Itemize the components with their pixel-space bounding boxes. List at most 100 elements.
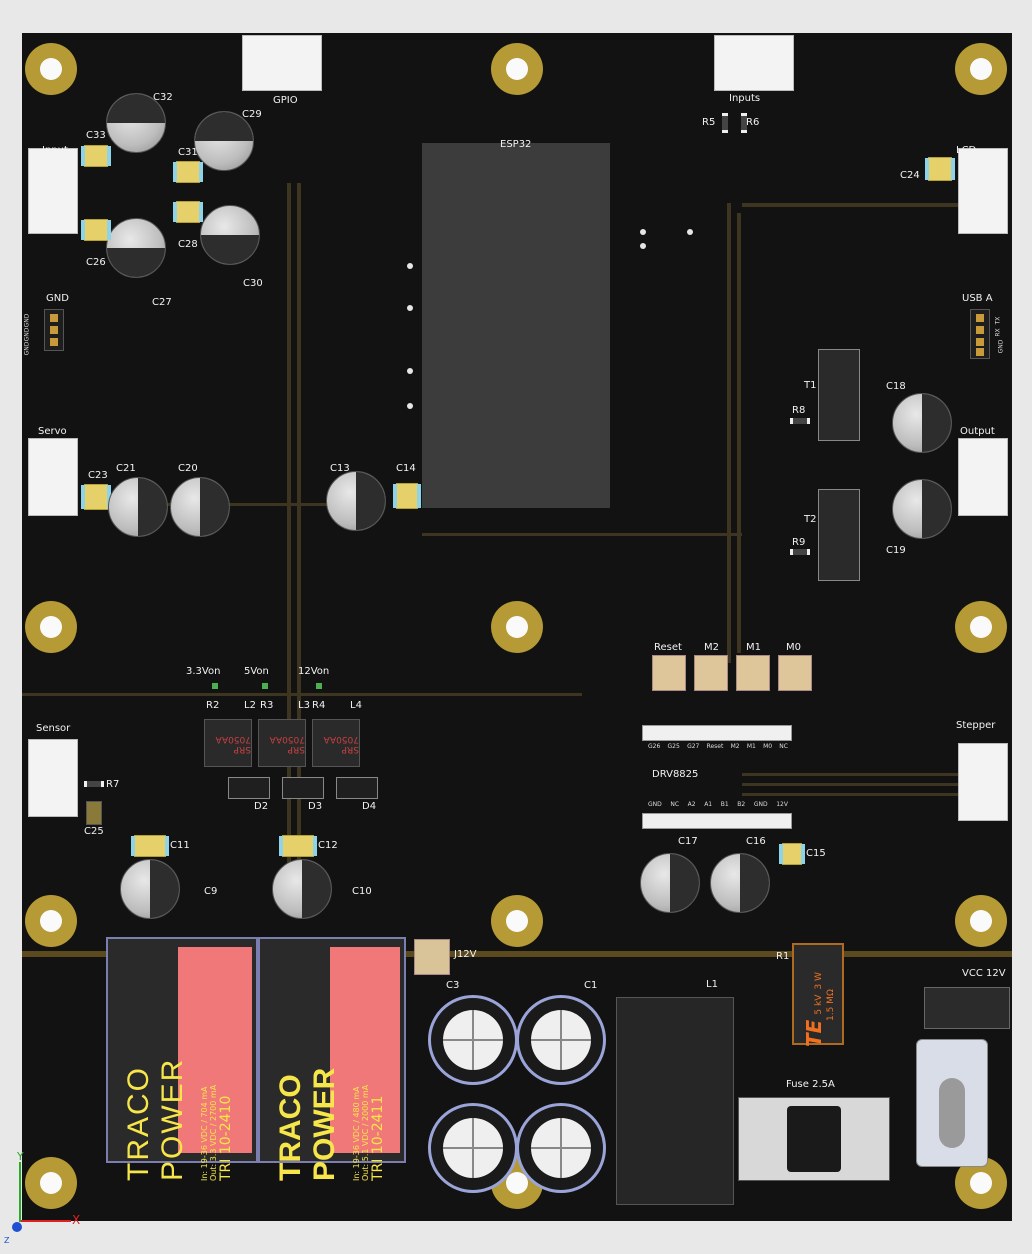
driver-top-header	[642, 725, 792, 741]
capacitor-c17	[640, 853, 700, 913]
mounting-hole	[491, 601, 543, 653]
resistor-r1: TE 5 kV 3 W 1.5 MΩ	[792, 943, 844, 1047]
driver-pin-label: GND	[648, 801, 662, 808]
transistor-t1	[818, 349, 860, 441]
usb-header[interactable]	[970, 309, 990, 359]
driver-pin-label: M2	[730, 743, 740, 750]
servo-label: Servo	[38, 426, 67, 437]
servo-connector[interactable]	[28, 438, 78, 516]
capacitor-c23	[81, 484, 111, 510]
driver-label: DRV8825	[652, 769, 699, 780]
inductor-l1	[616, 997, 734, 1205]
diode-d2	[228, 777, 270, 799]
esp32-module	[422, 143, 610, 508]
driver-pin-label: A2	[687, 801, 696, 808]
mounting-hole	[491, 43, 543, 95]
axis-x-label: X	[72, 1213, 81, 1227]
capacitor-c21	[108, 477, 168, 537]
capacitor-c33	[81, 145, 111, 167]
led-3v3	[212, 683, 218, 689]
pcb-board: ESP32 GPIO Inputs R5 R6 Input GND GND GN…	[22, 33, 1012, 1221]
vcc-jack[interactable]	[924, 987, 1010, 1029]
dip-switch-m0[interactable]	[778, 655, 812, 691]
capacitor-c29	[194, 111, 254, 171]
capacitor-c13	[326, 471, 386, 531]
capacitor-c9	[120, 859, 180, 919]
inputs-connector[interactable]	[714, 35, 794, 91]
led-5v	[262, 683, 268, 689]
input-connector[interactable]	[28, 148, 78, 234]
capacitor-c24	[925, 157, 955, 181]
traco-module-1: TRACO POWER In: 19-36 VDC / 704 mA Out: …	[106, 937, 258, 1181]
capacitor-c27	[106, 218, 166, 278]
dip-switch-m1[interactable]	[736, 655, 770, 691]
driver-pin-label: 12V	[776, 801, 788, 808]
input-label: Input	[42, 145, 68, 156]
sensor-connector[interactable]	[28, 739, 78, 817]
led-12v	[316, 683, 322, 689]
driver-pin-label: M0	[763, 743, 773, 750]
r6-label: R6	[746, 117, 760, 128]
gnd-header[interactable]	[44, 309, 64, 351]
gpio-label: GPIO	[273, 95, 298, 106]
mounting-hole	[955, 895, 1007, 947]
capacitor-c25	[86, 801, 102, 825]
capacitor-c12	[279, 835, 317, 857]
resistor-r8	[790, 418, 810, 424]
driver-pin-label: GND	[753, 801, 768, 808]
traco-module-2: TRACO POWER In: 19-36 VDC / 480 mA Out: …	[258, 937, 406, 1181]
capacitor-c15	[779, 843, 805, 865]
capacitor-c30	[200, 205, 260, 265]
j12v-connector[interactable]	[414, 939, 450, 975]
driver-bottom-header	[642, 813, 792, 829]
mounting-hole	[955, 1157, 1007, 1209]
dip-switch-m2[interactable]	[694, 655, 728, 691]
diode-d3	[282, 777, 324, 799]
sensor-label: Sensor	[36, 723, 71, 734]
stepper-connector[interactable]	[958, 743, 1008, 821]
capacitor-c26	[81, 219, 111, 241]
mounting-hole	[25, 601, 77, 653]
capacitor-c1-upper	[516, 995, 606, 1085]
driver-pin-label: NC	[670, 801, 680, 808]
capacitor-c32	[106, 93, 166, 153]
axis-indicator: Y X Z	[4, 1150, 94, 1250]
gnd-label: GND	[46, 293, 69, 304]
resistor-r5	[722, 113, 728, 133]
diode-d4	[336, 777, 378, 799]
output-connector[interactable]	[958, 438, 1008, 516]
resistor-r7	[84, 781, 104, 787]
driver-pin-label: G26	[648, 743, 661, 750]
capacitor-c3-lower	[428, 1103, 518, 1193]
gpio-connector[interactable]	[242, 35, 322, 91]
driver-pin-label: M1	[746, 743, 756, 750]
driver-pin-label: G25	[667, 743, 680, 750]
power-toggle-switch[interactable]	[916, 1039, 988, 1167]
inductor-l2: SRP 7050AA	[204, 719, 252, 767]
mounting-hole	[25, 1157, 77, 1209]
capacitor-c11	[131, 835, 169, 857]
esp32-label: ESP32	[500, 139, 532, 150]
mounting-hole	[25, 43, 77, 95]
capacitor-c19	[892, 479, 952, 539]
inductor-l4: SRP 7050AA	[312, 719, 360, 767]
dip-switch-reset[interactable]	[652, 655, 686, 691]
resistor-r9	[790, 549, 810, 555]
capacitor-c31	[173, 161, 203, 183]
axis-y-label: Y	[17, 1150, 24, 1163]
transistor-t2	[818, 489, 860, 581]
inductor-l3: SRP 7050AA	[258, 719, 306, 767]
mounting-hole	[955, 601, 1007, 653]
lcd-connector[interactable]	[958, 148, 1008, 234]
axis-z-label: Z	[4, 1236, 10, 1245]
capacitor-c18	[892, 393, 952, 453]
capacitor-c3-upper	[428, 995, 518, 1085]
capacitor-c28	[173, 201, 203, 223]
r5-label: R5	[702, 117, 716, 128]
driver-pin-label: G27	[687, 743, 700, 750]
fuse-holder[interactable]	[738, 1097, 890, 1181]
capacitor-c16	[710, 853, 770, 913]
output-label: Output	[960, 426, 995, 437]
